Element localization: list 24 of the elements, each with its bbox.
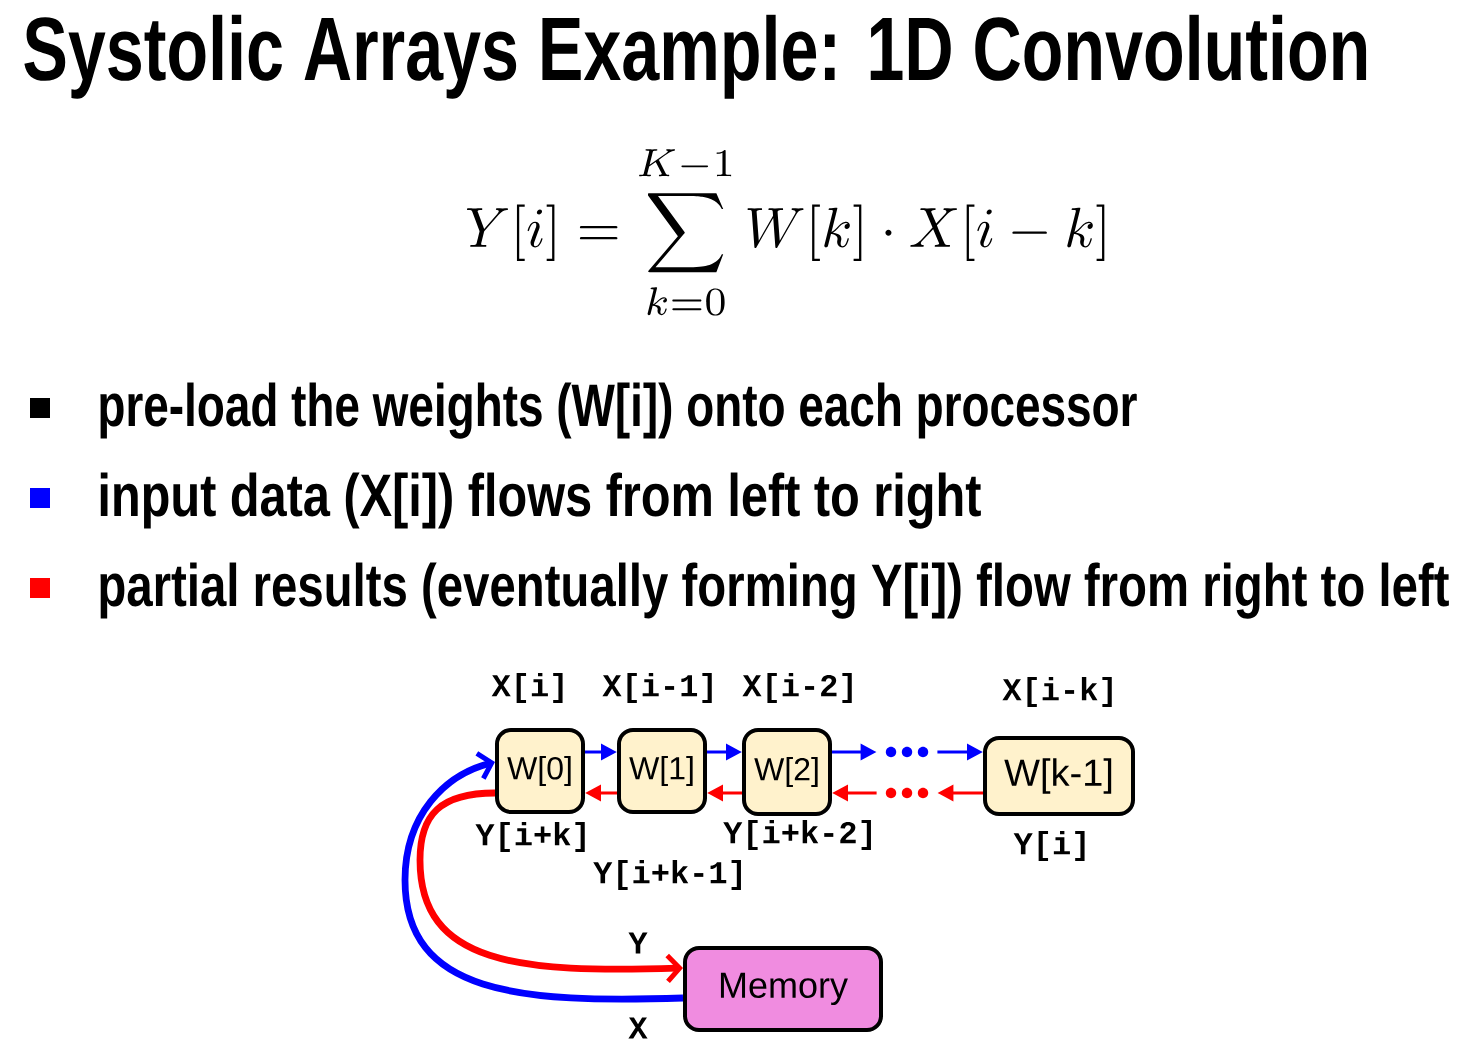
- processor-box: W[0]: [495, 728, 585, 814]
- signal-label: X[i-2]: [742, 673, 852, 703]
- bullet-text: pre-load the weights (W[i]) onto each processor: [100, 382, 1137, 439]
- arrow: [401, 751, 684, 1003]
- ellipsis-dots: [885, 746, 929, 758]
- bullet-text: partial results (eventually forming Y[i]) flow from right to left: [100, 562, 1449, 619]
- memory-box: Memory: [683, 946, 883, 1032]
- edge-label: X: [626, 1015, 650, 1041]
- formula: $Y[i] = \sum_{k=0}^{K-1} W[k] \cdot X[i-k]$: [466, 149, 1105, 316]
- edge-label: Y: [626, 930, 650, 956]
- signal-label: X[i]: [491, 673, 563, 703]
- signal-label: Y[i+k-1]: [593, 860, 741, 890]
- signal-label: Y[i+k]: [475, 822, 585, 852]
- signal-label: Y[i+k-2]: [723, 820, 871, 850]
- signal-label: X[i-k]: [1002, 677, 1112, 707]
- processor-box: W[2]: [742, 728, 832, 816]
- bullet-text: input data (X[i]) flows from left to right: [100, 472, 981, 529]
- signal-label: Y[i]: [1013, 831, 1085, 861]
- signal-label: X[i-1]: [602, 673, 712, 703]
- processor-box: W[1]: [617, 728, 707, 814]
- processor-box: W[k-1]: [983, 736, 1135, 816]
- arrow: [416, 789, 683, 984]
- ellipsis-dots: [885, 787, 929, 799]
- title: Systolic Arrays Example: 1D Convolution: [24, 14, 1367, 99]
